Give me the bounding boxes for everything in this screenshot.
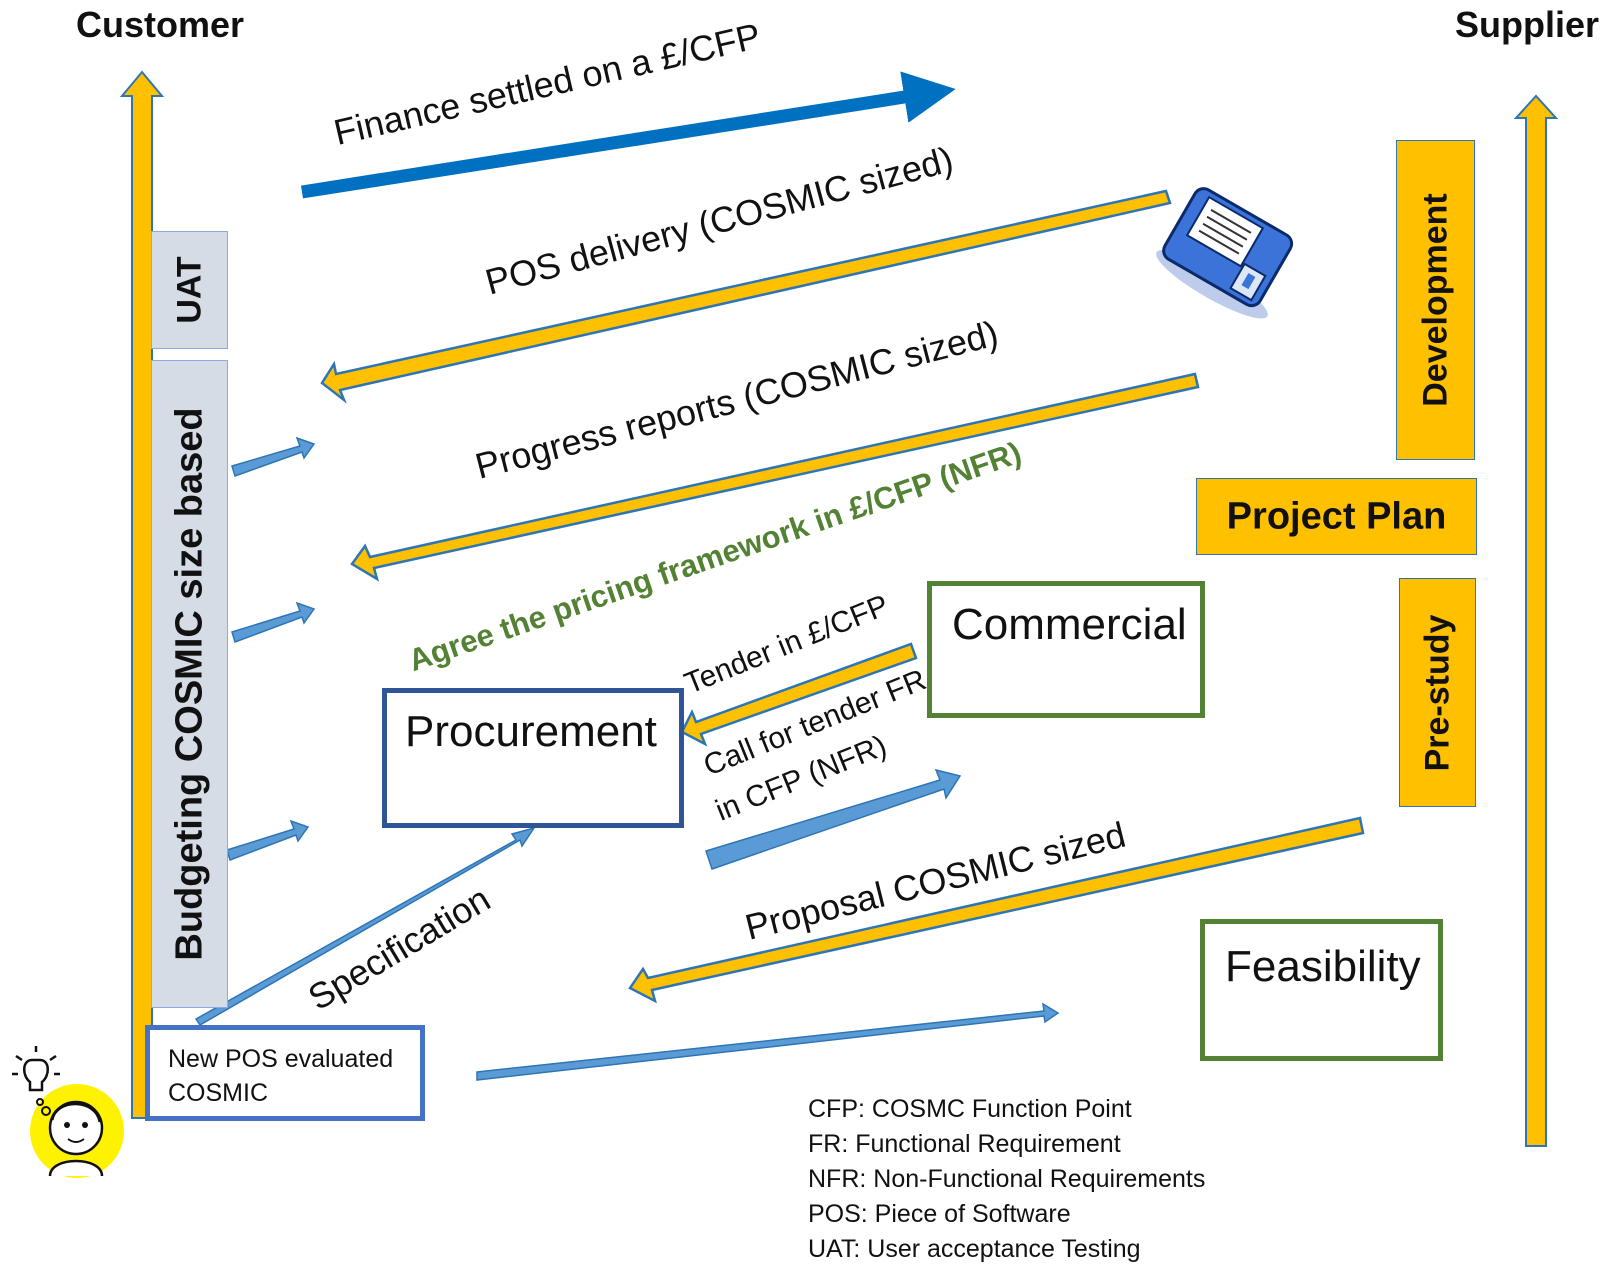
legend-item: FR: Functional Requirement (808, 1130, 1121, 1158)
floppy-disk-icon (1156, 187, 1294, 319)
commercial-label: Commercial (952, 600, 1187, 649)
supplier-timeline-arrow (1513, 94, 1559, 1147)
project-plan-box: Project Plan (1196, 478, 1477, 555)
budget-arrow-1 (231, 436, 316, 477)
development-phase-box: Development (1396, 140, 1475, 460)
development-label: Development (1416, 193, 1454, 407)
customer-header: Customer (76, 4, 245, 45)
feasibility-label: Feasibility (1225, 942, 1421, 991)
new-pos-box: New POS evaluated COSMIC (145, 1025, 425, 1121)
specification-arrow (194, 826, 536, 1027)
pos-delivery-arrow (320, 189, 1172, 404)
proposal-arrow (628, 816, 1365, 1004)
pre-study-phase-box: Pre-study (1399, 578, 1476, 807)
uat-label: UAT (170, 256, 208, 324)
project-plan-label: Project Plan (1226, 495, 1447, 537)
commercial-box: Commercial (927, 581, 1205, 718)
call-for-tender-arrow (705, 768, 962, 870)
legend: CFP: COSMC Function Point FR: Functional… (808, 1092, 1205, 1267)
budgeting-phase-box: Budgeting COSMIC size based (151, 360, 228, 1008)
pre-study-label: Pre-study (1418, 614, 1456, 771)
budget-arrow-3 (226, 819, 310, 861)
budget-arrow-2 (231, 601, 316, 643)
progress-reports-arrow (350, 372, 1200, 582)
legend-item: UAT: User acceptance Testing (808, 1235, 1141, 1263)
procurement-label: Procurement (405, 707, 657, 756)
uat-phase-box: UAT (151, 231, 228, 349)
budgeting-label: Budgeting COSMIC size based (168, 407, 210, 961)
feasibility-arrow (476, 1002, 1060, 1081)
legend-item: POS: Piece of Software (808, 1200, 1071, 1228)
legend-item: CFP: COSMC Function Point (808, 1095, 1132, 1123)
procurement-box: Procurement (382, 688, 684, 828)
legend-item: NFR: Non-Functional Requirements (808, 1165, 1206, 1193)
tender-arrow (680, 642, 918, 747)
lightbulb-person-icon (12, 1046, 124, 1178)
finance-arrow (300, 71, 956, 199)
feasibility-box: Feasibility (1200, 919, 1443, 1061)
new-pos-label: New POS evaluated COSMIC (168, 1045, 394, 1107)
supplier-header: Supplier (1455, 4, 1600, 45)
